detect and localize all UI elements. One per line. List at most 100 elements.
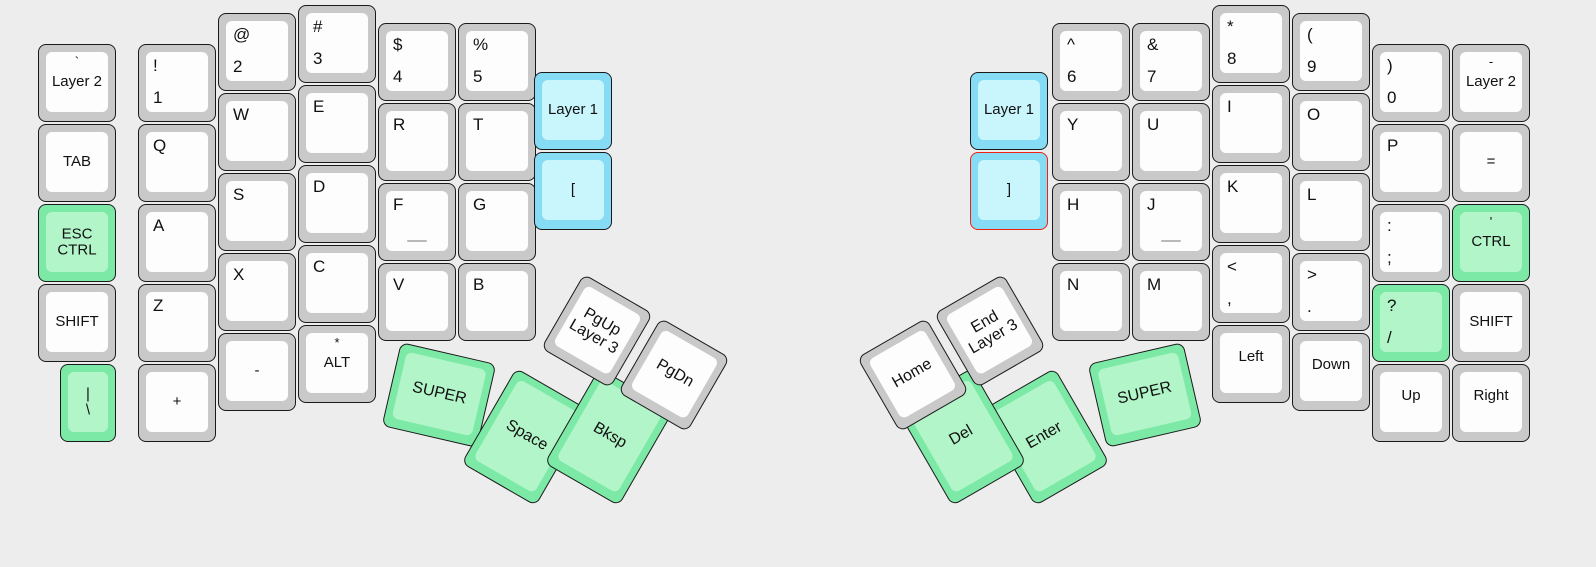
key-legend-main-r-home: Home <box>889 355 935 392</box>
key-r-9[interactable]: (9 <box>1292 13 1370 91</box>
key-r-down[interactable]: Down <box>1292 333 1370 411</box>
key-l-2[interactable]: @2 <box>218 13 296 91</box>
key-l-d[interactable]: D <box>298 165 376 243</box>
key-r-up[interactable]: Up <box>1372 364 1450 442</box>
key-r-equal[interactable]: = <box>1452 124 1530 202</box>
key-r-8[interactable]: *8 <box>1212 5 1290 83</box>
key-l-lbracket[interactable]: [ <box>534 152 612 230</box>
key-legend-main-r-minus-layer2: Layer 2 <box>1465 73 1517 91</box>
key-legend-base-r-comma: , <box>1227 289 1232 309</box>
key-l-e[interactable]: E <box>298 85 376 163</box>
key-l-x[interactable]: X <box>218 253 296 331</box>
key-legend-main-r-layer1: Layer 1 <box>983 101 1035 119</box>
keycap-r-right: Right <box>1460 372 1522 432</box>
key-l-q[interactable]: Q <box>138 124 216 202</box>
key-r-layer1[interactable]: Layer 1 <box>970 72 1048 150</box>
key-l-1[interactable]: !1 <box>138 44 216 122</box>
key-r-h[interactable]: H <box>1052 183 1130 261</box>
key-l-3[interactable]: #3 <box>298 5 376 83</box>
key-l-s[interactable]: S <box>218 173 296 251</box>
key-l-g[interactable]: G <box>458 183 536 261</box>
key-r-super[interactable]: SUPER <box>1087 342 1203 448</box>
key-r-minus-layer2[interactable]: -Layer 2 <box>1452 44 1530 122</box>
key-legend-main-r-shift: SHIFT <box>1469 313 1513 331</box>
key-l-4[interactable]: $4 <box>378 23 456 101</box>
key-r-7[interactable]: &7 <box>1132 23 1210 101</box>
key-r-k[interactable]: K <box>1212 165 1290 243</box>
keycap-r-n: N <box>1060 271 1122 331</box>
keycap-r-up: Up <box>1380 372 1442 432</box>
key-l-shift[interactable]: SHIFT <box>38 284 116 362</box>
key-legend-main-l-esc-ctrl: ESC CTRL <box>57 225 97 258</box>
key-r-period[interactable]: >. <box>1292 253 1370 331</box>
key-l-plus[interactable]: + <box>138 364 216 442</box>
key-r-o[interactable]: O <box>1292 93 1370 171</box>
key-legend-shifted-r-period: > <box>1307 265 1317 284</box>
key-l-tab[interactable]: TAB <box>38 124 116 202</box>
key-r-n[interactable]: N <box>1052 263 1130 341</box>
keycap-r-minus-layer2: -Layer 2 <box>1460 52 1522 112</box>
key-legend-shifted-r-0: ) <box>1387 56 1393 75</box>
key-r-y[interactable]: Y <box>1052 103 1130 181</box>
keycap-l-b: B <box>466 271 528 331</box>
key-r-l[interactable]: L <box>1292 173 1370 251</box>
keycap-l-w: W <box>226 101 288 161</box>
key-l-5[interactable]: %5 <box>458 23 536 101</box>
key-legend-main-r-up: Up <box>1401 387 1421 404</box>
key-r-i[interactable]: I <box>1212 85 1290 163</box>
key-l-grave-layer2[interactable]: `Layer 2 <box>38 44 116 122</box>
key-legend-r-p: P <box>1387 136 1399 155</box>
key-l-a[interactable]: A <box>138 204 216 282</box>
key-r-quote-ctrl[interactable]: 'CTRL <box>1452 204 1530 282</box>
key-legend-r-m: M <box>1147 275 1162 294</box>
keycap-l-pgdn: PgDn <box>629 328 720 420</box>
keycap-r-6: ^6 <box>1060 31 1122 91</box>
keycap-r-0: )0 <box>1380 52 1442 112</box>
key-r-p[interactable]: P <box>1372 124 1450 202</box>
key-legend-base-r-semicolon: ; <box>1387 248 1392 268</box>
key-r-right[interactable]: Right <box>1452 364 1530 442</box>
key-l-esc-ctrl[interactable]: ESC CTRL <box>38 204 116 282</box>
key-r-0[interactable]: )0 <box>1372 44 1450 122</box>
key-l-z[interactable]: Z <box>138 284 216 362</box>
key-l-r[interactable]: R <box>378 103 456 181</box>
key-l-minus[interactable]: - <box>218 333 296 411</box>
key-l-layer1[interactable]: Layer 1 <box>534 72 612 150</box>
keycap-l-esc-ctrl: ESC CTRL <box>46 212 108 272</box>
key-legend-l-b: B <box>473 275 485 294</box>
key-l-f[interactable]: F <box>378 183 456 261</box>
key-r-comma[interactable]: <, <box>1212 245 1290 323</box>
key-legend-main-r-end-layer3: End Layer 3 <box>965 307 1021 358</box>
key-l-pipe-bslash[interactable]: | \ <box>60 364 116 442</box>
key-r-slash[interactable]: ?/ <box>1372 284 1450 362</box>
key-legend-l-s: S <box>233 185 245 204</box>
key-legend-r-l: L <box>1307 185 1317 204</box>
key-legend-base-l-4: 4 <box>393 67 403 87</box>
keycap-l-pipe-bslash: | \ <box>68 372 108 432</box>
key-l-v[interactable]: V <box>378 263 456 341</box>
key-r-rbracket[interactable]: ] <box>970 152 1048 230</box>
key-r-left[interactable]: Left <box>1212 325 1290 403</box>
key-legend-main-r-equal: = <box>1486 153 1496 171</box>
key-r-semicolon[interactable]: :; <box>1372 204 1450 282</box>
key-l-c[interactable]: C <box>298 245 376 323</box>
keycap-r-end-layer3: End Layer 3 <box>944 284 1035 376</box>
key-legend-l-v: V <box>393 275 405 294</box>
key-r-shift[interactable]: SHIFT <box>1452 284 1530 362</box>
key-legend-main-r-super: SUPER <box>1115 378 1174 408</box>
key-r-m[interactable]: M <box>1132 263 1210 341</box>
key-r-j[interactable]: J <box>1132 183 1210 261</box>
key-legend-base-r-6: 6 <box>1067 67 1077 87</box>
key-l-t[interactable]: T <box>458 103 536 181</box>
key-l-alt[interactable]: *ALT <box>298 325 376 403</box>
key-legend-main-l-pipe-bslash: | \ <box>85 385 91 418</box>
key-l-w[interactable]: W <box>218 93 296 171</box>
keycap-l-f: F <box>386 191 448 251</box>
keycap-l-1: !1 <box>146 52 208 112</box>
key-l-b[interactable]: B <box>458 263 536 341</box>
key-legend-base-r-8: 8 <box>1227 49 1237 69</box>
keycap-l-3: #3 <box>306 13 368 73</box>
key-r-6[interactable]: ^6 <box>1052 23 1130 101</box>
key-r-u[interactable]: U <box>1132 103 1210 181</box>
